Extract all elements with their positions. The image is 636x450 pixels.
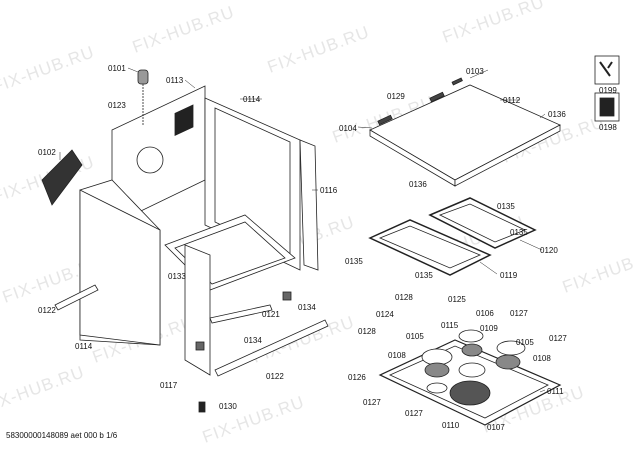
vent-grille: [41, 149, 83, 206]
part-label[interactable]: 0124: [376, 310, 394, 319]
part-label[interactable]: 0102: [38, 148, 56, 157]
part-label[interactable]: 0127: [510, 309, 528, 318]
part-label[interactable]: 0199: [599, 86, 617, 95]
part-label[interactable]: 0120: [540, 246, 558, 255]
part-label[interactable]: 0127: [549, 334, 567, 343]
part-label[interactable]: 0111: [547, 387, 564, 396]
part-label[interactable]: 0113: [166, 76, 184, 85]
part-label[interactable]: 0108: [533, 354, 551, 363]
service-icon-0199: [594, 55, 620, 85]
part-label[interactable]: 0125: [448, 295, 466, 304]
part-label[interactable]: 0112: [503, 96, 521, 105]
part-label[interactable]: 0122: [266, 372, 284, 381]
part-label[interactable]: 0101: [108, 64, 126, 73]
part-label[interactable]: 0136: [548, 110, 566, 119]
part-label[interactable]: 0107: [487, 423, 505, 432]
part-label[interactable]: 0103: [466, 67, 484, 76]
part-label[interactable]: 0119: [500, 271, 518, 280]
part-label[interactable]: 0126: [348, 373, 366, 382]
part-label[interactable]: 0105: [406, 332, 424, 341]
part-label[interactable]: 0134: [298, 303, 316, 312]
pan-support-right: [428, 197, 537, 249]
pan-support-left: [368, 219, 492, 276]
part-label[interactable]: 0122: [38, 306, 56, 315]
part-label[interactable]: 0127: [363, 398, 381, 407]
part-label[interactable]: 0133: [168, 272, 186, 281]
part-label[interactable]: 0134: [244, 336, 262, 345]
part-label[interactable]: 0130: [219, 402, 237, 411]
part-label[interactable]: 0108: [388, 351, 406, 360]
drawing-number: 58300000148089 aet 000 b 1/6: [6, 431, 118, 440]
part-label[interactable]: 0114: [75, 342, 93, 351]
part-label[interactable]: 0114: [243, 95, 261, 104]
part-label[interactable]: 0110: [442, 421, 460, 430]
part-label[interactable]: 0135: [497, 202, 515, 211]
part-label[interactable]: 0123: [108, 101, 126, 110]
part-label[interactable]: 0115: [441, 321, 459, 330]
part-label[interactable]: 0136: [409, 180, 427, 189]
part-label[interactable]: 0106: [476, 309, 494, 318]
part-label[interactable]: 0117: [160, 381, 178, 390]
part-label[interactable]: 0109: [480, 324, 498, 333]
part-label[interactable]: 0104: [339, 124, 357, 133]
part-label[interactable]: 0127: [405, 409, 423, 418]
part-label[interactable]: 0116: [320, 186, 338, 195]
part-label[interactable]: 0198: [599, 123, 617, 132]
part-label[interactable]: 0135: [345, 257, 363, 266]
part-label[interactable]: 0135: [415, 271, 433, 280]
part-label[interactable]: 0128: [395, 293, 413, 302]
part-label[interactable]: 0135: [510, 228, 528, 237]
part-label[interactable]: 0121: [262, 310, 280, 319]
part-label[interactable]: 0128: [358, 327, 376, 336]
part-label[interactable]: 0105: [516, 338, 534, 347]
part-label[interactable]: 0129: [387, 92, 405, 101]
